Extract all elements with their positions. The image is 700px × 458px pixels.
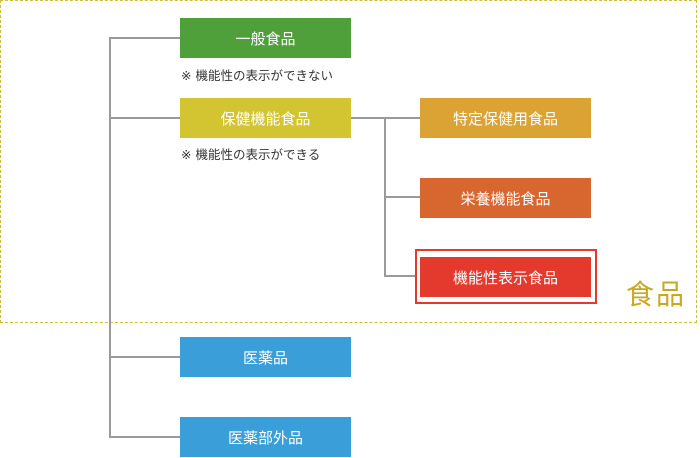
branch-line-medicine xyxy=(109,356,181,358)
general-food-note: ※ 機能性の表示ができない xyxy=(181,68,333,83)
specific-health-food-node[interactable]: 特定保健用食品 xyxy=(420,98,591,138)
main-trunk-line xyxy=(109,37,111,437)
branch-line-function-claims xyxy=(384,275,420,277)
branch-line-health-food xyxy=(109,117,181,119)
general-food-node[interactable]: 一般食品 xyxy=(180,18,351,58)
quasi-drug-node[interactable]: 医薬部外品 xyxy=(180,417,351,457)
nutrient-function-food-node[interactable]: 栄養機能食品 xyxy=(420,178,591,218)
branch-line-nutrient-function xyxy=(384,196,420,198)
food-region-label: 食品 xyxy=(626,278,687,311)
health-function-food-node[interactable]: 保健機能食品 xyxy=(180,98,351,138)
health-function-food-note: ※ 機能性の表示ができる xyxy=(181,147,321,162)
branch-line-quasi-drug xyxy=(109,436,181,438)
food-category-region xyxy=(0,0,697,323)
function-claims-food-node[interactable]: 機能性表示食品 xyxy=(420,257,591,297)
medicine-node[interactable]: 医薬品 xyxy=(180,337,351,377)
branch-line-general-food xyxy=(109,37,181,39)
